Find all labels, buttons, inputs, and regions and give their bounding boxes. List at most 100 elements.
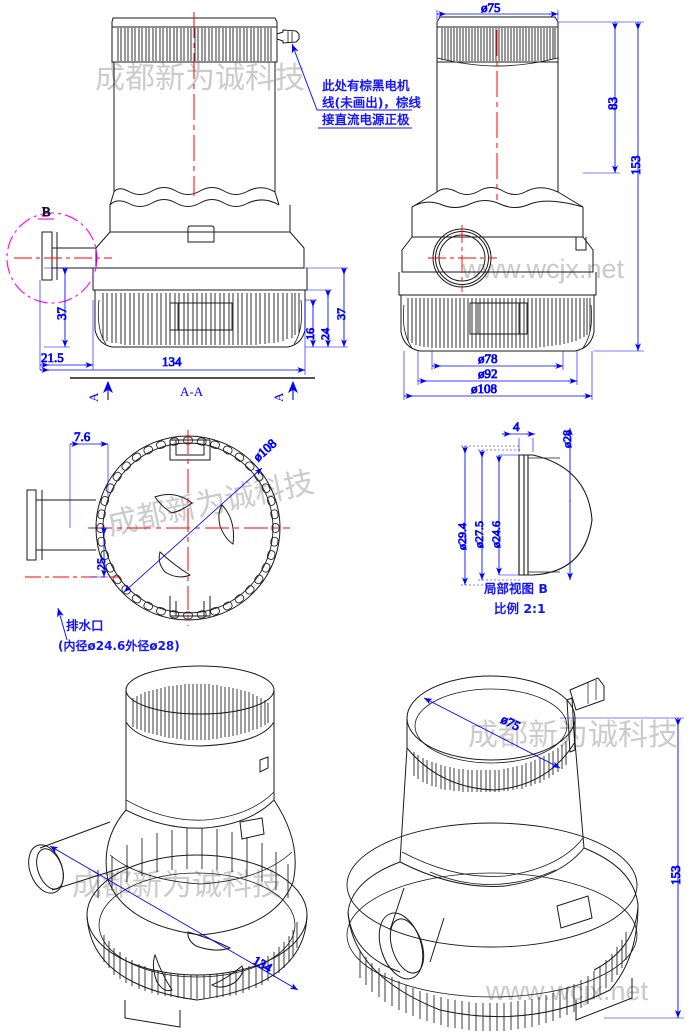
detail-outlet-profile (518, 454, 593, 576)
section-title-aa: A-A (180, 384, 204, 399)
section-arrows (103, 380, 298, 400)
side-strainer-slots (402, 298, 593, 349)
dim-detail-4: 4 (513, 419, 520, 434)
outlet-flange (51, 232, 58, 280)
iso2-shroud-seam (429, 869, 557, 885)
dim-motor-height: 83 (605, 97, 620, 110)
iso2-mount-tab (575, 978, 633, 1021)
iso2-barrel-bottom (399, 847, 585, 887)
annotation-line-3: 接直流电源正极 (322, 112, 410, 127)
detail-b-dimensions: 4 ø28 ø24.6 ø27.5 ø29.4 (455, 419, 574, 586)
dim-overall-length: 134 (162, 354, 182, 369)
dim-outlet-projection: 21.5 (41, 350, 64, 365)
iso2-nozzle (569, 677, 605, 711)
side-latch (575, 237, 587, 251)
callout-leader (57, 607, 68, 641)
iso2-strainer-ring (346, 872, 638, 998)
dim-overall-height: 153 (628, 156, 643, 176)
iso2-outlet-tube (389, 887, 445, 963)
dim-base-inner-diameter: ø78 (478, 351, 498, 366)
detail-flange-lines (518, 455, 529, 575)
iso2-strainer-body (347, 904, 639, 1018)
iso1-mount-tab (124, 1000, 181, 1028)
iso1-cap-sides (125, 690, 275, 722)
iso1-side-nozzle (259, 756, 269, 773)
shoulder-sides (109, 191, 280, 206)
iso2-nozzle-stem (566, 697, 576, 753)
front-elevation-view: B (6, 12, 308, 348)
section-outlet-flange (35, 490, 43, 560)
dim-section-25: 25 (94, 558, 108, 570)
iso2-shroud-ellipse (346, 822, 638, 948)
iso2-outlet-outer (378, 912, 424, 980)
iso2-strainer-slots (359, 932, 627, 1031)
side-barrel (436, 62, 559, 192)
detail-view-b (518, 454, 593, 576)
detail-circle-b (6, 212, 98, 304)
dim-section-76: 7.6 (74, 429, 91, 444)
detail-body-edges (528, 457, 560, 573)
iso1-barrel-bottom (125, 799, 275, 829)
side-wave-1 (436, 187, 559, 195)
front-view-dimensions: 37 21.5 134 16 24 37 (39, 267, 348, 375)
vent-nozzle (276, 29, 300, 44)
iso1-barrel (125, 722, 275, 810)
iso2-dimensions: ø75 153 (423, 697, 684, 1019)
mid-body-outline (95, 205, 305, 269)
cap-ribs (117, 28, 272, 61)
iso1-barrel-band (125, 791, 275, 821)
iso2-latch (556, 895, 593, 929)
dim-detail-294: ø29.4 (455, 523, 469, 550)
section-mark-left: A (86, 392, 101, 402)
detail-b-scale: 比例 2:1 (494, 601, 546, 616)
mount-tab-top (169, 440, 211, 461)
strainer-outline (94, 290, 306, 348)
dim-body-step: 37 (334, 308, 348, 320)
iso2-outlet-inner (389, 918, 425, 974)
annotation-line-2: 线(未画出)，棕线 (322, 95, 421, 110)
iso1-latch (239, 817, 265, 840)
dim-detail-246: ø24.6 (489, 521, 503, 548)
side-wave-2 (411, 200, 584, 208)
dim-band-height: 24 (318, 328, 332, 340)
dim-base-mid-diameter: ø92 (478, 366, 498, 381)
latch-boss (187, 225, 215, 243)
motor-cap-outline (111, 17, 278, 63)
iso2-cap-sides (406, 718, 576, 748)
shoulder-wave-1 (113, 187, 276, 195)
iso2-barrel (399, 741, 585, 863)
iso2-barrel-band (401, 837, 584, 877)
radial-slots (96, 436, 280, 620)
motor-barrel (113, 62, 276, 192)
strainer-slots (97, 293, 303, 345)
iso1-cap-bottom (125, 721, 275, 747)
dim-detail-275: ø27.5 (472, 521, 486, 548)
annotation-leader (291, 43, 412, 111)
iso2-nozzle-ribs (587, 680, 597, 704)
iso1-cap-ribs (132, 684, 269, 740)
dim-outlet-height: 37 (54, 307, 69, 321)
motor-wire-annotation: 此处有棕黑电机 线(未画出)，棕线 接直流电源正极 (291, 43, 421, 127)
dim-cap-diameter: ø75 (481, 0, 501, 15)
section-mark-right: A (271, 392, 286, 402)
mount-tab-top-inner (175, 440, 205, 456)
side-wave-sides (411, 191, 584, 208)
dim-strainer-diameter: ø108 (471, 381, 497, 396)
detail-b-title: 局部视图 B (484, 581, 548, 596)
drain-port-callout: 排水口 (内径ø24.6外径ø28) (57, 607, 180, 653)
callout-line-2: (内径ø24.6外径ø28) (58, 638, 180, 653)
dim-detail-28: ø28 (560, 430, 574, 448)
detail-callout-b: B (6, 204, 98, 304)
watermark-company: 成都新为诚科技 (95, 61, 305, 96)
detail-label-b: B (42, 204, 51, 219)
watermark-website: www.wcjx.net (461, 254, 625, 284)
side-centerline-port (428, 225, 497, 292)
side-view-dimensions: ø75 83 153 ø78 ø92 ø108 (403, 0, 644, 400)
nozzle-ribs (287, 31, 293, 43)
side-elevation-view (398, 16, 597, 352)
shoulder-wave-2 (109, 199, 280, 207)
annotation-line-1: 此处有棕黑电机 (322, 78, 410, 93)
dim-iso-height: 153 (668, 866, 683, 886)
